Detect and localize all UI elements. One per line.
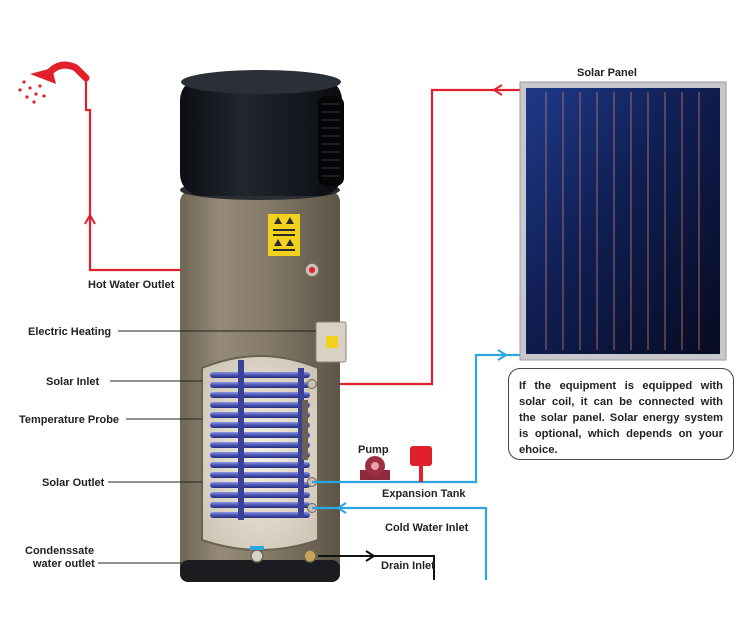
label-condensate-2: water outlet xyxy=(32,558,95,570)
drain-inlet-port xyxy=(304,550,316,562)
label-solar-outlet: Solar Outlet xyxy=(42,477,105,489)
label-solar-panel: Solar Panel xyxy=(577,67,637,79)
label-cold-water-inlet: Cold Water Inlet xyxy=(385,522,469,534)
solar-option-note: If the equipment is equipped with solar … xyxy=(508,368,734,460)
pump-icon xyxy=(360,456,390,480)
solar-panel xyxy=(520,82,726,360)
label-electric-heating: Electric Heating xyxy=(28,326,111,338)
label-drain-inlet: Drain Inlet xyxy=(381,560,435,572)
heat-pump-water-heater xyxy=(180,70,346,582)
note-text: If the equipment is equipped with solar … xyxy=(519,378,723,458)
expansion-tank-icon xyxy=(410,446,432,482)
label-solar-inlet: Solar Inlet xyxy=(46,376,100,388)
condensate-outlet-port xyxy=(251,550,263,562)
heat-pump-top xyxy=(180,78,342,196)
label-temperature-probe: Temperature Probe xyxy=(19,414,119,426)
shower-head-icon xyxy=(18,65,86,104)
label-pump: Pump xyxy=(358,444,389,456)
temperature-probe xyxy=(302,400,308,460)
label-condensate-1: Condenssate xyxy=(25,545,94,557)
label-expansion-tank: Expansion Tank xyxy=(382,488,466,500)
label-hot-water-outlet: Hot Water Outlet xyxy=(88,279,175,291)
